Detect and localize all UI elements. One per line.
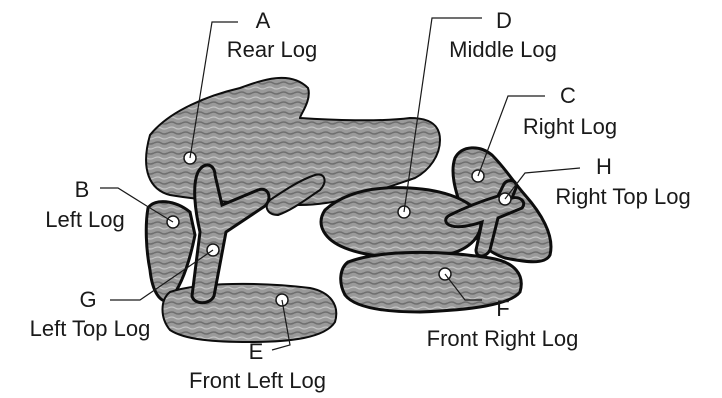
label-g: G — [68, 288, 108, 312]
label-h: H — [584, 155, 624, 179]
label-f-name: Front Right Log — [405, 327, 600, 351]
front-left-log — [163, 284, 337, 342]
label-d: D — [484, 9, 524, 33]
label-e-name: Front Left Log — [170, 369, 345, 393]
label-a-name: Rear Log — [212, 38, 332, 62]
label-d-name: Middle Log — [428, 38, 578, 62]
label-c: C — [548, 84, 588, 108]
label-f: F — [483, 297, 523, 321]
label-h-name: Right Top Log — [538, 185, 708, 209]
label-b: B — [62, 178, 102, 202]
label-g-name: Left Top Log — [10, 317, 170, 341]
label-c-name: Right Log — [510, 115, 630, 139]
label-e: E — [236, 340, 276, 364]
label-a: A — [243, 9, 283, 33]
label-b-name: Left Log — [30, 208, 140, 232]
